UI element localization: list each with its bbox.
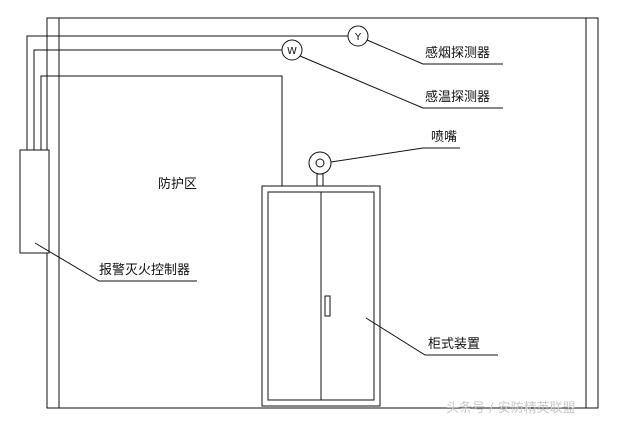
cabinet-unit xyxy=(261,185,381,407)
label-protection-zone: 防护区 xyxy=(158,177,198,192)
wire-heat-detector xyxy=(33,49,282,150)
leader-cabinet xyxy=(365,317,498,356)
leader-controller xyxy=(34,242,197,282)
cabinet-handle xyxy=(324,295,331,317)
label-smoke-detector: 感烟探测器 xyxy=(425,46,491,61)
room-inner-wall xyxy=(58,17,587,409)
label-cabinet: 柜式装置 xyxy=(428,337,481,352)
heat-detector-icon xyxy=(281,39,303,61)
nozzle xyxy=(308,151,332,187)
label-nozzle: 喷嘴 xyxy=(431,130,458,145)
nozzle-icon xyxy=(308,151,332,175)
smoke-detector-symbol: Y xyxy=(354,32,362,43)
leader-smoke-detector xyxy=(366,39,503,65)
smoke-detector-icon xyxy=(347,25,369,47)
nozzle-pipe xyxy=(316,173,324,187)
label-heat-detector: 感温探测器 xyxy=(425,90,491,105)
leader-heat-detector xyxy=(299,55,503,109)
wiring xyxy=(26,35,348,186)
heat-detector-symbol: W xyxy=(287,46,297,57)
heat-detector: W xyxy=(281,39,303,61)
wire-cabinet xyxy=(40,75,283,186)
nozzle-inner xyxy=(315,158,325,168)
smoke-detector: Y xyxy=(347,25,369,47)
leaders xyxy=(34,39,503,356)
controller-box xyxy=(19,149,50,254)
label-controller: 报警灭火控制器 xyxy=(99,263,191,278)
wire-smoke-detector xyxy=(26,35,348,150)
leader-nozzle xyxy=(330,147,460,163)
watermark: 头条号 / 安防精英联盟 xyxy=(446,401,576,416)
